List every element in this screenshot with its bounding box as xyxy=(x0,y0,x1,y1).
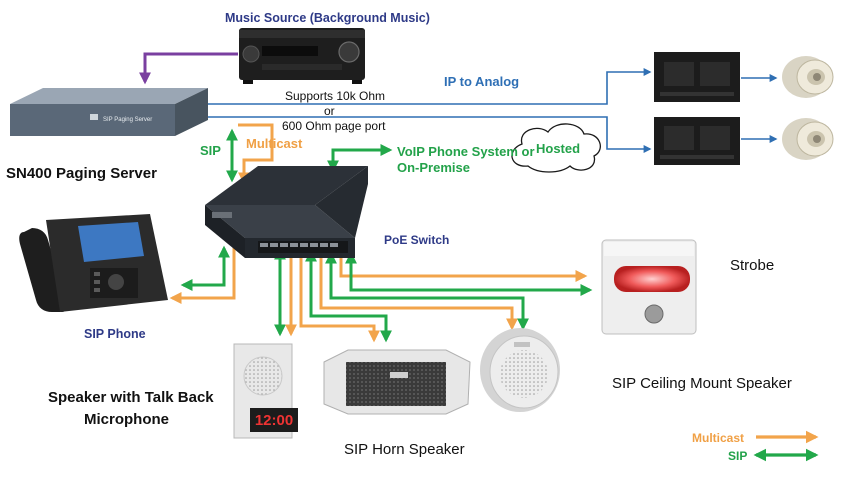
sip-label-server: SIP xyxy=(200,143,221,158)
strobe-device xyxy=(601,239,697,335)
or-label: or xyxy=(324,104,335,118)
ip-analog-line-top xyxy=(208,68,652,105)
server-face-label: SIP Paging Server xyxy=(103,117,152,123)
strobe-label: Strobe xyxy=(730,257,774,274)
music-connection-line xyxy=(139,52,238,85)
ip-analog-line-bottom xyxy=(208,116,652,153)
hosted-cloud xyxy=(511,123,601,173)
ceiling-speaker-label: SIP Ceiling Mount Speaker xyxy=(612,375,792,392)
analog-horn-speaker-top xyxy=(782,56,834,98)
voip-label-line2: On-Premise xyxy=(397,160,470,175)
switch-phone-sip-line xyxy=(180,245,230,291)
switch-phone-multicast-line xyxy=(169,238,236,304)
clock-display: 12:00 xyxy=(255,412,293,429)
switch-strobe-multicast-line xyxy=(339,254,588,282)
switch-strobe-sip-line xyxy=(345,251,593,296)
horn-speaker-label: SIP Horn Speaker xyxy=(344,441,465,458)
switch-ceiling-sip-line xyxy=(325,251,529,331)
legend-sip-label: SIP xyxy=(728,449,747,463)
supports-label: Supports 10k Ohm xyxy=(285,89,385,103)
hosted-label: Hosted xyxy=(536,141,580,156)
music-source-receiver xyxy=(239,28,365,84)
paging-server-device: SIP Paging Server xyxy=(10,88,208,136)
poe-switch-device xyxy=(205,166,368,258)
voip-label-line1: VoIP Phone System or xyxy=(397,144,535,159)
talkback-label-line2: Microphone xyxy=(84,411,169,428)
sip-phone-device xyxy=(19,214,168,312)
paging-server-label: SN400 Paging Server xyxy=(6,165,157,182)
analog-horn-speaker-bottom xyxy=(782,118,834,160)
server-switch-multicast-line xyxy=(238,123,274,185)
poe-switch-label: PoE Switch xyxy=(384,233,449,247)
sip-ceiling-speaker-device xyxy=(480,328,560,412)
legend-multicast-label: Multicast xyxy=(692,431,744,445)
amplifier-top xyxy=(654,52,740,102)
talkback-label-line1: Speaker with Talk Back xyxy=(48,389,214,406)
amplifier-bottom xyxy=(654,117,740,165)
sip-phone-label: SIP Phone xyxy=(84,327,146,341)
multicast-label-server: Multicast xyxy=(246,136,303,151)
page-port-label: 600 Ohm page port xyxy=(282,119,386,133)
sip-horn-speaker-device xyxy=(323,349,471,415)
switch-voip-sip-line xyxy=(327,144,393,173)
music-source-label: Music Source (Background Music) xyxy=(225,11,430,25)
talkback-speaker-device xyxy=(233,343,298,439)
ip-to-analog-label: IP to Analog xyxy=(444,74,519,89)
